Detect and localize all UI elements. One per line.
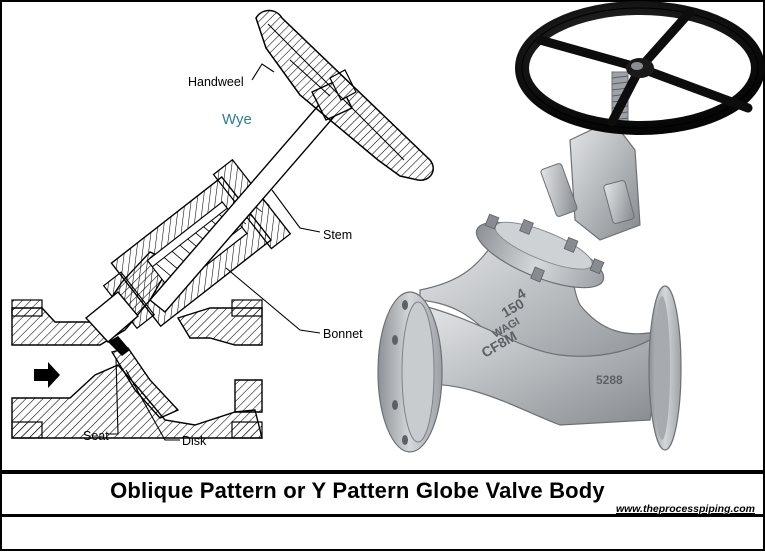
yoke [569,119,641,241]
caption-divider [0,470,765,474]
handwheel [515,1,765,135]
figure-caption-text: Oblique Pattern or Y Pattern Globe Valve… [110,478,605,503]
disk-label: Disk [182,434,207,448]
cross-section-drawing: Handweel Wye Stem Bonnet Seat Disk [11,9,434,448]
handwheel-section [255,9,434,181]
handwheel-label: Handweel [188,75,244,89]
bonnet-label: Bonnet [323,327,363,341]
disk-section [84,291,139,356]
bottom-border [0,514,765,517]
figure-caption: Oblique Pattern or Y Pattern Globe Valve… [0,478,765,504]
callout-leaders [108,63,321,441]
seat-label: Seat [83,429,109,443]
marking-heat: 5288 [596,373,623,387]
valve-photo-render: 4 150 WAGI CF8M 5288 [377,1,765,453]
wye-label: Wye [222,111,252,128]
website-link[interactable]: www.theprocesspiping.com [615,503,755,515]
flow-arrow [34,362,60,388]
stem-label: Stem [323,228,352,242]
